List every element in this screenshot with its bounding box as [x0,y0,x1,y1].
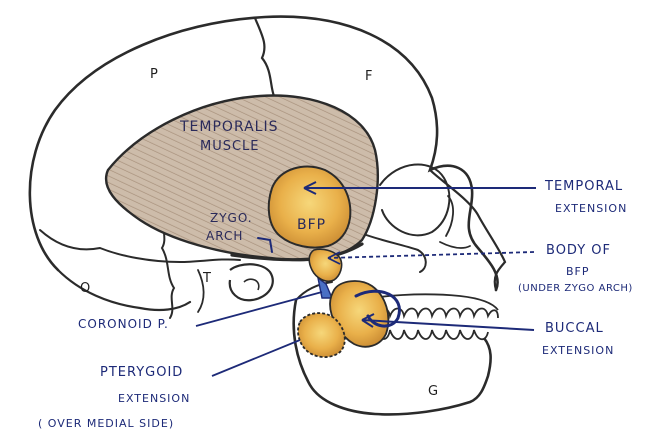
region-label-parietal: P [150,68,159,81]
pterygoid-extension-label-line1: PTERYGOID [100,366,183,379]
orbit-outline [380,164,449,235]
zygo-arch-label-line2: ARCH [206,230,243,242]
region-label-occipital: O [80,282,91,295]
temporal-extension-label-line1: TEMPORAL [545,180,623,193]
pterygoid-extension-label-line2: EXTENSION [118,393,190,404]
buccal-extension-label-line2: EXTENSION [542,345,614,356]
ear-canal [244,279,259,290]
bfp-label: BFP [297,218,326,232]
pterygoid-extension-label-line3: ( OVER MEDIAL SIDE) [38,418,174,429]
nasal-outline [440,196,470,248]
ear-region [230,264,273,300]
coronoid-label: CORONOID P. [78,318,169,330]
temporal-extension-label-line2: EXTENSION [555,203,627,214]
region-label-temporal: T [203,272,212,285]
body-of-bfp-label-line2: BFP [566,266,590,277]
region-label-frontal: F [365,70,373,83]
temporalis-label-line2: MUSCLE [200,140,260,153]
bfp-temporal-extension [269,167,351,248]
temporalis-label-line1: TEMPORALIS [180,120,279,134]
region-label-mandible: G [428,385,439,398]
arrow-pterygoid-extension [212,340,300,376]
body-of-bfp-label-line3: (UNDER ZYGO ARCH) [518,284,633,294]
buccal-extension-label-line1: BUCCAL [545,322,604,335]
zygomatic-bone [358,232,426,272]
body-of-bfp-label-line1: BODY OF [546,244,611,257]
zygo-arch-label-line1: ZYGO. [210,212,253,224]
